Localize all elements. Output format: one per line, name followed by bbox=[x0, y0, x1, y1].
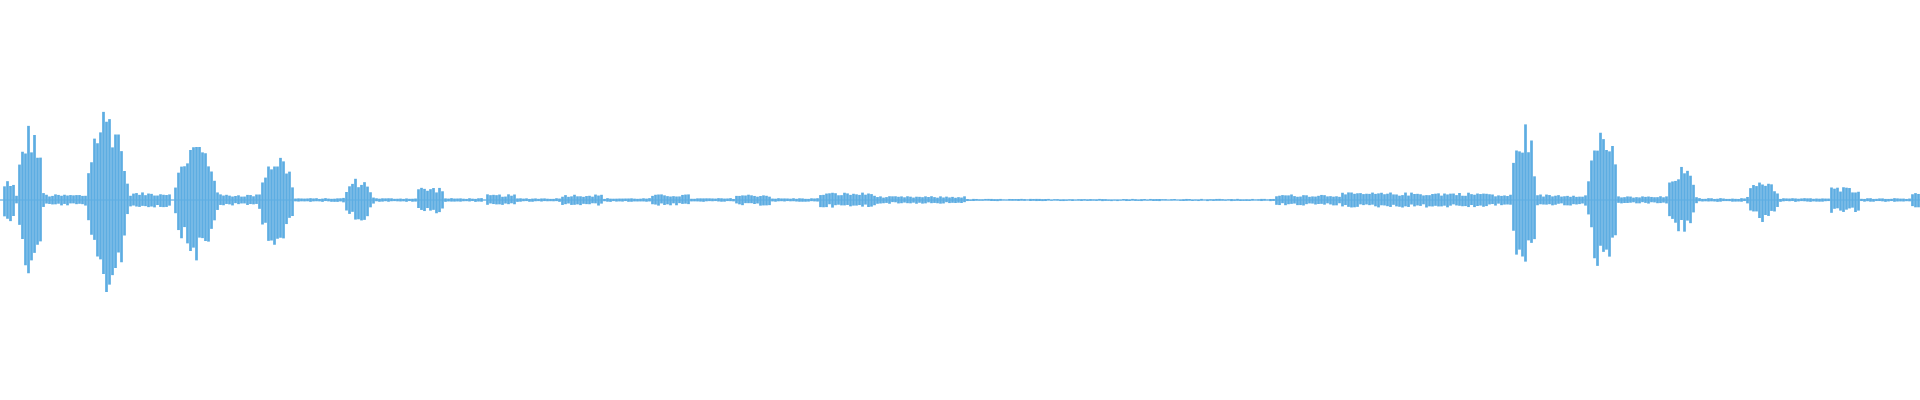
waveform-bars bbox=[0, 111, 1920, 292]
